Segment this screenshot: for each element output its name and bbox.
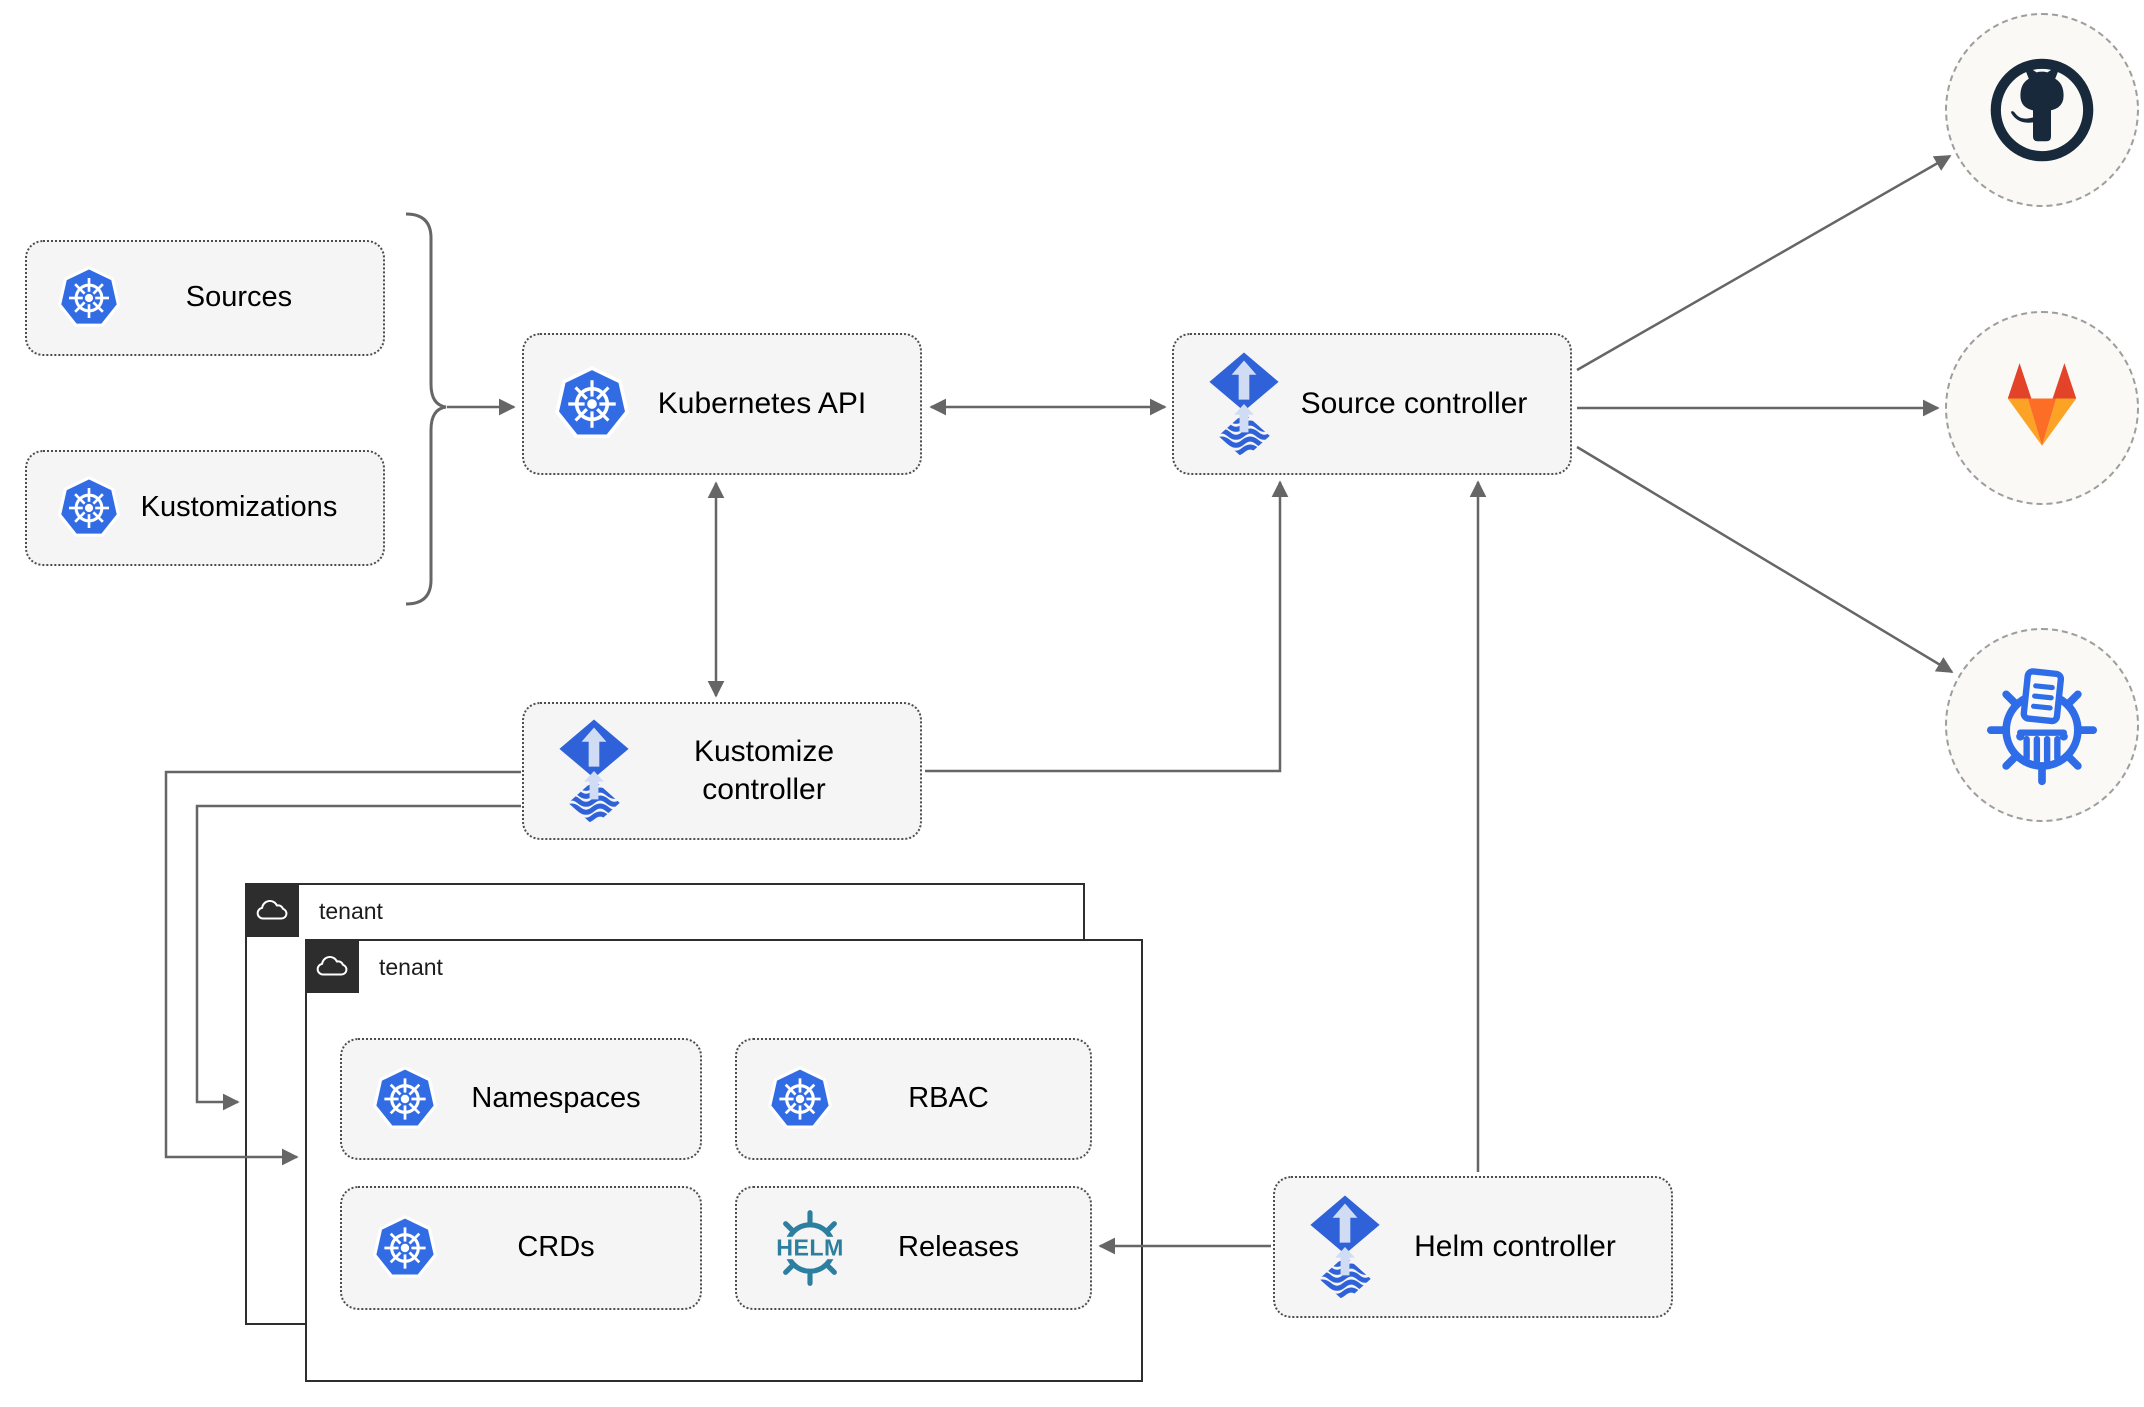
gitlab-icon [1983,349,2101,467]
gitlab-source [1945,311,2139,505]
arrow-kustomize-to-source [925,480,1289,773]
cloud-icon [255,898,289,922]
node-rbac: RBAC [735,1038,1092,1160]
arrow-source-to-helm-repository [1576,445,1954,674]
brace-sources-group [405,212,447,606]
cloud-icon [315,954,349,978]
arrow-source-to-github [1576,154,1952,372]
flux-icon [1204,349,1284,459]
tenant-group-inner: tenant [304,938,1143,1382]
node-kustomize-controller: Kustomize controller [522,702,922,840]
node-helm-controller: Helm controller [1273,1176,1673,1318]
node-source-controller-label: Source controller [1300,386,1528,420]
github-icon [1982,50,2102,170]
flux-icon [1305,1192,1385,1302]
node-source-controller: Source controller [1172,333,1572,475]
helm-icon [767,1205,853,1291]
node-sources: Sources [25,240,385,356]
node-kubernetes-api-label: Kubernetes API [657,386,867,420]
node-crds-label: CRDs [517,1231,595,1264]
kubernetes-icon [57,266,121,330]
node-kustomize-controller-label: Kustomize controller [693,734,835,806]
node-namespaces: Namespaces [340,1038,702,1160]
tenant-label: tenant [319,898,383,924]
tenant-header [304,938,359,993]
kubernetes-icon [554,366,630,442]
node-helm-controller-label: Helm controller [1414,1229,1616,1263]
kubernetes-icon [372,1066,438,1132]
node-kubernetes-api: Kubernetes API [522,333,922,475]
chartmuseum-icon [1978,661,2106,789]
node-releases-label: Releases [898,1231,1019,1264]
github-source [1945,13,2139,207]
node-sources-label: Sources [185,281,293,314]
tenant-header [244,882,299,937]
kubernetes-icon [767,1066,833,1132]
helm-repository-source [1945,628,2139,822]
kubernetes-icon [372,1215,438,1281]
kubernetes-icon [57,476,121,540]
node-namespaces-label: Namespaces [471,1082,641,1115]
node-crds: CRDs [340,1186,702,1310]
node-kustomizations-label: Kustomizations [140,491,338,524]
node-kustomizations: Kustomizations [25,450,385,566]
node-releases: Releases [735,1186,1092,1310]
node-rbac-label: RBAC [908,1082,989,1115]
flux-icon [554,716,634,826]
tenant-label: tenant [379,954,443,980]
